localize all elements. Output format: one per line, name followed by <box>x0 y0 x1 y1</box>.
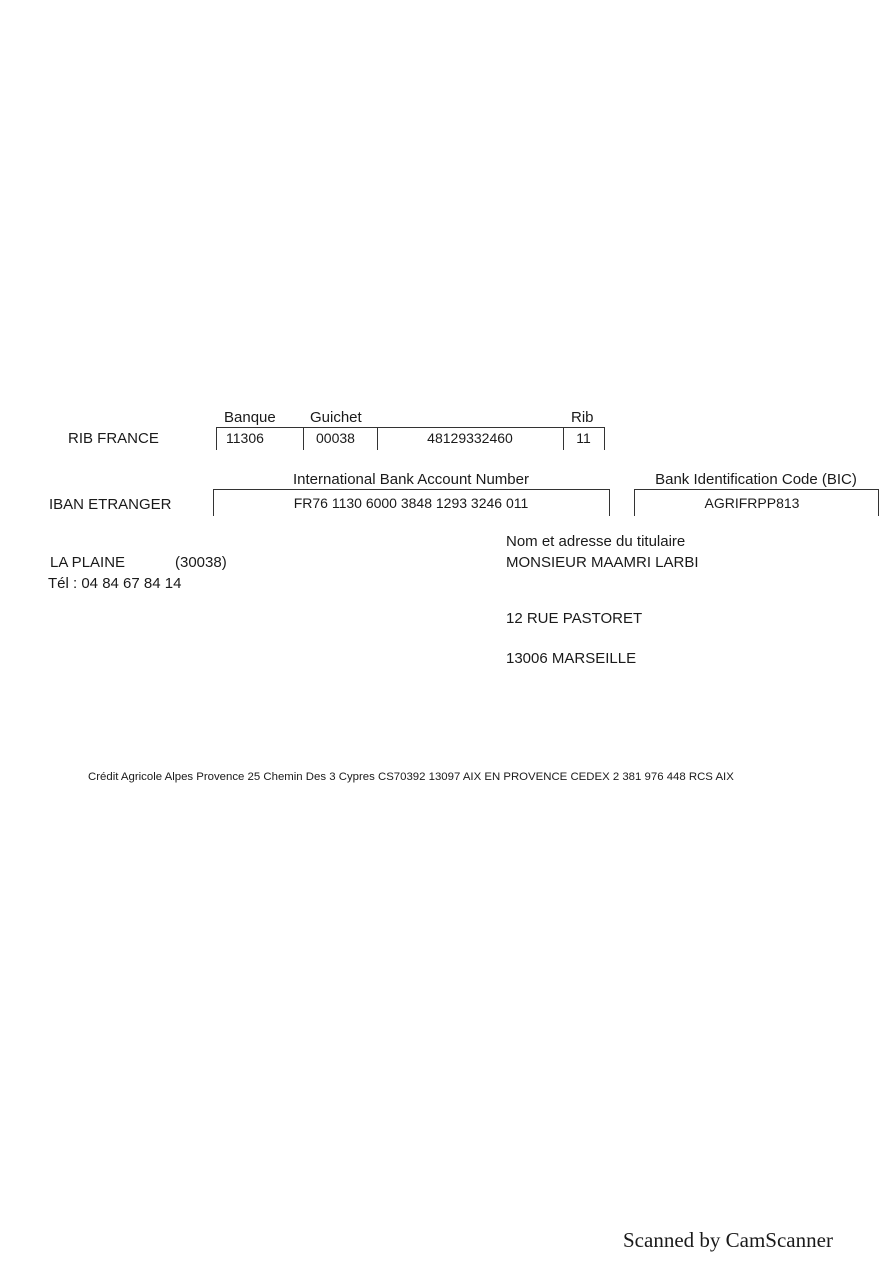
iban-value: FR76 1130 6000 3848 1293 3246 011 <box>293 495 529 511</box>
account-number: 48129332460 <box>427 430 513 446</box>
rib-divider <box>303 427 304 450</box>
titulaire-header: Nom et adresse du titulaire <box>506 533 686 550</box>
bic-value: AGRIFRPP813 <box>704 495 800 511</box>
bank-footer-address: Crédit Agricole Alpes Provence 25 Chemin… <box>88 771 734 783</box>
iban-etranger-label: IBAN ETRANGER <box>49 496 172 513</box>
bic-box-left <box>634 489 635 516</box>
rib-divider <box>377 427 378 450</box>
rib-divider <box>563 427 564 450</box>
rib-divider <box>216 427 217 450</box>
rib-box-top-line <box>216 427 605 428</box>
banque-code: 11306 <box>226 430 264 446</box>
rib-france-label: RIB FRANCE <box>68 430 159 447</box>
guichet-code: 00038 <box>316 430 355 446</box>
bic-header: Bank Identification Code (BIC) <box>655 471 857 488</box>
guichet-header: Guichet <box>310 409 362 426</box>
rib-key: 11 <box>576 430 591 446</box>
agence-phone: Tél : 04 84 67 84 14 <box>48 575 182 592</box>
agence-code: (30038) <box>175 554 227 571</box>
camscanner-watermark: Scanned by CamScanner <box>623 1228 833 1252</box>
agence-name: LA PLAINE <box>50 554 126 571</box>
titulaire-street: 12 RUE PASTORET <box>506 610 643 627</box>
iban-box-top-line <box>213 489 609 490</box>
banque-header: Banque <box>224 409 276 426</box>
iban-box-right <box>609 489 610 516</box>
iban-header: International Bank Account Number <box>293 471 529 488</box>
rib-divider <box>604 427 605 450</box>
titulaire-city: 13006 MARSEILLE <box>506 650 637 667</box>
titulaire-name: MONSIEUR MAAMRI LARBI <box>506 554 699 571</box>
rib-key-header: Rib <box>571 409 594 426</box>
iban-box-left <box>213 489 214 516</box>
bic-box-right <box>878 489 879 516</box>
bic-box-top-line <box>634 489 878 490</box>
